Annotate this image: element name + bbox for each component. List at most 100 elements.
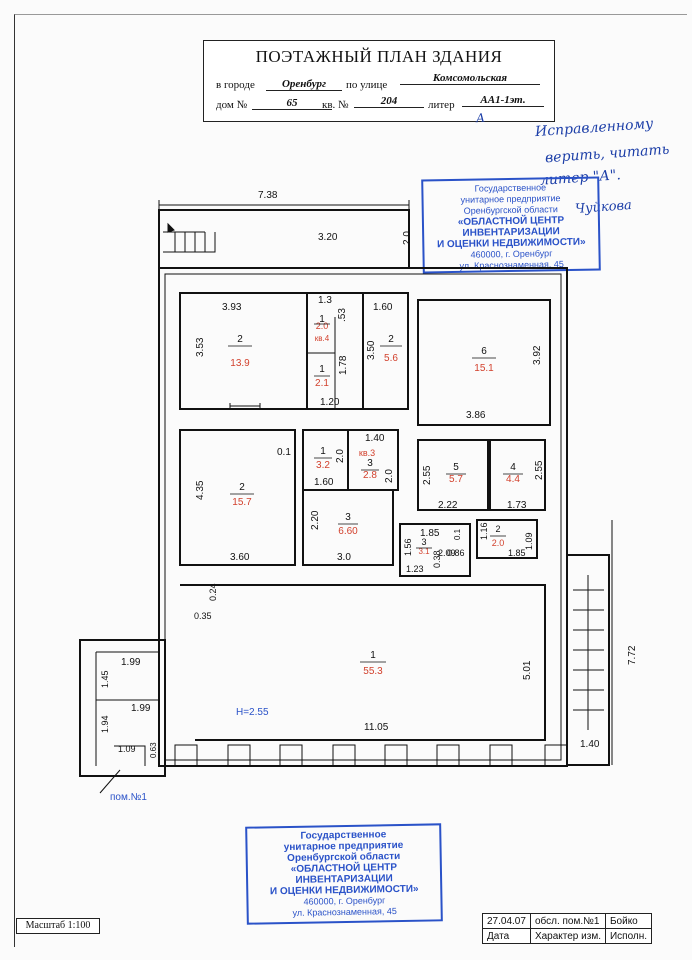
room-num: 4 — [510, 462, 516, 473]
dim-label: 1.40 — [580, 739, 600, 750]
dim-label: 1.85 — [508, 548, 526, 558]
room-area: 6.60 — [338, 526, 358, 537]
page-frame — [14, 14, 687, 947]
dim-label: 5.01 — [522, 660, 533, 680]
revision-row: 27.04.07 обсл. пом.№1 Бойко — [482, 913, 653, 929]
room-area: 3.1 — [418, 547, 430, 556]
dim-label: 3.93 — [222, 302, 242, 313]
dim-label: 0.38 — [432, 550, 442, 568]
ceiling-height: H=2.55 — [236, 707, 269, 718]
windows-bottom — [174, 744, 568, 767]
dim-label: 3.92 — [532, 345, 543, 365]
room-6 — [417, 299, 551, 426]
left-annex-rooms — [95, 651, 160, 766]
dim-label: 3.53 — [195, 337, 206, 357]
room-num: 3 — [367, 458, 373, 469]
dim-label: 1.85 — [420, 528, 440, 539]
room-num: 1 — [320, 446, 326, 457]
dim-label: 3.60 — [230, 552, 250, 563]
dim-label: 2.55 — [534, 460, 545, 480]
dim-label: 0.1 — [277, 447, 291, 458]
dim-label: 3.86 — [466, 410, 486, 421]
scale-label: Масштаб 1:100 — [16, 918, 100, 934]
dim-label: 1.20 — [320, 397, 340, 408]
dim-label: 0.1 — [453, 528, 462, 540]
dim-label: 0.24 — [208, 583, 218, 601]
room-2-mid-left — [179, 429, 296, 566]
room-num: 2 — [239, 482, 245, 493]
dim-label: 1.99 — [121, 657, 141, 668]
dim-label: 2.22 — [438, 500, 458, 511]
room-num: 3 — [345, 512, 351, 523]
room-5 — [417, 439, 489, 511]
dim-label: 7.72 — [627, 645, 638, 665]
stamp-bottom-line: ул. Краснознаменная, 45 — [292, 906, 397, 918]
title-block: ПОЭТАЖНЫЙ ПЛАН ЗДАНИЯ в городе Оренбург … — [203, 40, 555, 122]
stamp-bottom: Государственное унитарное предприятие Ор… — [245, 823, 443, 925]
room-3 — [302, 489, 394, 566]
header-change: Характер изм. — [529, 928, 606, 944]
room-area: 4.4 — [506, 474, 520, 485]
room-area: 15.7 — [232, 497, 252, 508]
apt-label: кв. № — [322, 99, 349, 111]
room-area: 2.8 — [363, 470, 377, 481]
liter-value: АА1-1эт. — [462, 94, 544, 107]
header-date: Дата — [482, 928, 531, 944]
outer-wall-inner — [164, 273, 562, 761]
dim-label: 3.50 — [366, 340, 377, 360]
room-area: 13.9 — [230, 358, 250, 369]
house-value: 65 — [252, 97, 332, 110]
page-title: ПОЭТАЖНЫЙ ПЛАН ЗДАНИЯ — [255, 47, 503, 66]
door-mark — [229, 403, 261, 409]
dim-label: 0.35 — [194, 611, 212, 621]
revision-author: Бойко — [604, 913, 653, 929]
room-num: 3 — [421, 537, 426, 547]
city-value: Оренбург — [266, 78, 342, 91]
room-2-small — [362, 292, 409, 410]
dim-label: 2.0 — [384, 469, 395, 483]
dim-label: 0.63 — [149, 742, 158, 758]
apt-value: 204 — [354, 95, 424, 108]
stair-arrow — [167, 222, 175, 233]
room-num: 5 — [453, 462, 459, 473]
dim-label: 1.99 — [131, 703, 151, 714]
stairs-top — [163, 231, 216, 253]
hall-room-1 — [180, 584, 546, 741]
dim-label: 3.0 — [337, 552, 351, 563]
dim-label: 1.3 — [318, 295, 332, 306]
dim-label: 2.55 — [422, 465, 433, 485]
room-2-tiny — [476, 519, 538, 559]
dimension-line — [158, 200, 410, 210]
revision-date: 27.04.07 — [482, 913, 531, 929]
room-area: 2.0 — [316, 321, 329, 331]
dim-label: 3.20 — [318, 232, 338, 243]
room-kv4-partition — [307, 317, 336, 409]
house-label: дом № — [216, 99, 248, 111]
stair-right — [566, 554, 610, 766]
room-num: 1 — [319, 314, 325, 325]
room-3-small — [399, 523, 471, 577]
room-num: 2 — [237, 334, 243, 345]
room-num: 1 — [319, 364, 325, 375]
room-num: кв.3 — [359, 448, 375, 458]
street-label: по улице — [346, 79, 388, 91]
city-label: в городе — [216, 79, 255, 91]
room-area: 2.1 — [315, 378, 329, 389]
dim-label: 1.78 — [338, 355, 349, 375]
dim-label: 1.60 — [314, 477, 334, 488]
dim-label: 2.0 — [335, 449, 346, 463]
room-num: кв.4 — [315, 334, 330, 343]
dim-label: 1.60 — [373, 302, 393, 313]
room-area: 15.1 — [474, 363, 494, 374]
dim-label: 1.73 — [507, 500, 527, 511]
pom-label: пом.№1 — [110, 792, 147, 803]
stair-enclosure — [158, 209, 410, 269]
revision-header-row: Дата Характер изм. Исполн. — [482, 928, 653, 944]
dim-label: 1.09 — [524, 532, 534, 550]
dimension-labels: 7.38 3.20 2.0 3.93 1.3 1.60 .53 3.53 1.7… — [100, 190, 638, 758]
room-num: 2 — [388, 334, 394, 345]
dim-label: 7.38 — [258, 190, 278, 201]
room-area: 5.6 — [384, 353, 398, 364]
